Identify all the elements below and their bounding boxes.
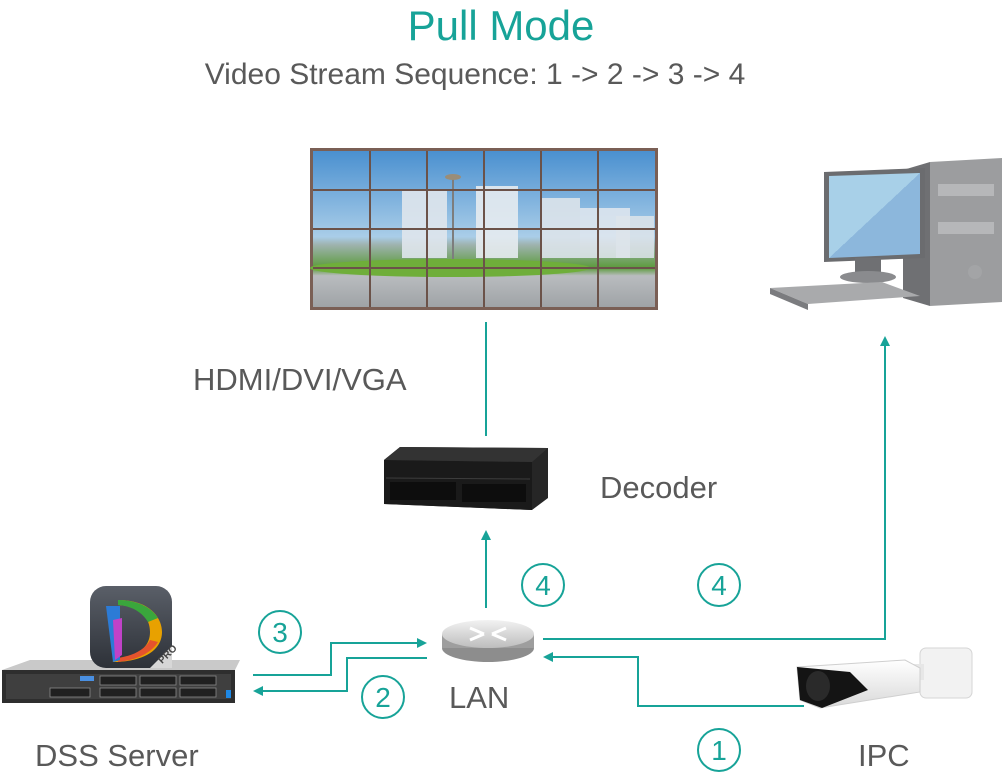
network-switch-icon <box>442 620 534 662</box>
decoder-label: Decoder <box>600 470 718 505</box>
svg-text:4: 4 <box>535 570 551 601</box>
svg-text:3: 3 <box>272 617 288 648</box>
step-marker-4-pc: 4 <box>697 563 741 607</box>
step-markers: 3 2 4 4 1 <box>258 563 741 772</box>
lan-label: LAN <box>449 680 510 715</box>
video-wall-icon <box>310 148 658 310</box>
ipc-label: IPC <box>858 738 910 773</box>
bullet-camera-icon <box>796 647 973 709</box>
svg-text:1: 1 <box>711 735 727 766</box>
step-marker-2: 2 <box>361 675 405 719</box>
step-marker-4-decoder: 4 <box>521 563 565 607</box>
lan-to-pc-arrow <box>543 336 890 640</box>
svg-text:2: 2 <box>375 682 391 713</box>
video-wall-grid <box>313 151 655 307</box>
connections <box>253 322 890 707</box>
desktop-pc-icon <box>770 158 1002 310</box>
connection-label: HDMI/DVI/VGA <box>193 362 407 397</box>
dss-pro-app-icon: PRO <box>90 586 180 668</box>
diagram-subtitle: Video Stream Sequence: 1 -> 2 -> 3 -> 4 <box>204 58 746 91</box>
step-marker-3: 3 <box>258 610 302 654</box>
dss-server-label: DSS Server <box>35 738 199 773</box>
lan-to-server-arrow <box>253 657 427 696</box>
server-to-lan-arrow <box>253 638 427 676</box>
step-marker-1: 1 <box>697 728 741 772</box>
ipc-to-lan-arrow <box>543 652 804 707</box>
decoder-device-icon <box>384 447 548 510</box>
diagram-title: Pull Mode <box>407 2 595 49</box>
svg-text:4: 4 <box>711 570 727 601</box>
